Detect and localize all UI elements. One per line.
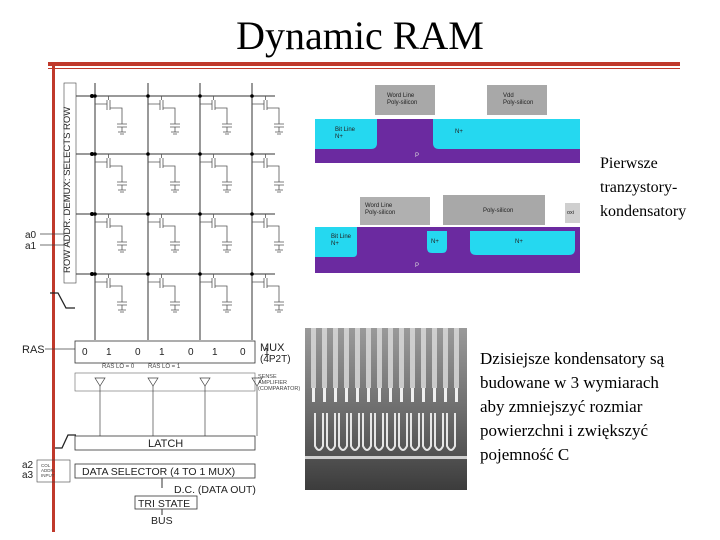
row-decoder-label: ROW ADDR. DEMUX: SELECTS ROW: [62, 107, 73, 273]
bottom-p-label: P: [415, 263, 419, 269]
bus-label: BUS: [151, 515, 173, 527]
mux-switch-label: 1: [264, 347, 270, 358]
trench-capacitor-micrograph: [305, 328, 467, 490]
dram-circuit-diagram: ROW ADDR. DEMUX: SELECTS ROW a0 a1 RAS 0…: [22, 82, 300, 527]
data-out-label: D.C. (DATA OUT): [174, 484, 256, 496]
data-selector-label: DATA SELECTOR (4 TO 1 MUX): [82, 466, 235, 478]
left-margin-rule: [52, 62, 55, 532]
vdd-poly: [487, 85, 547, 115]
slide-title: Dynamic RAM: [236, 13, 484, 58]
top-n-plus-label: N+: [455, 129, 463, 135]
mux-switch-label: 0: [82, 347, 88, 358]
mux-switch-label: 1: [106, 347, 112, 358]
poly-silicon-plate: [443, 195, 545, 225]
mux-switch-label: 0: [135, 347, 141, 358]
modern-capacitors-caption: Dzisiejsze kondensatory są budowane w 3 …: [480, 349, 665, 464]
tri-state-block: [134, 495, 198, 510]
word-line-bottom: [360, 197, 430, 225]
mux-switch-label: 0: [240, 347, 246, 358]
ras-low-label: RAS LO = 0: [102, 364, 135, 370]
data-selector-block: [74, 463, 256, 479]
latch-label: LATCH: [148, 438, 183, 450]
mux-switch-label: 1: [212, 347, 218, 358]
title-underline: [48, 62, 680, 69]
mux-label: MUX: [260, 342, 285, 354]
bottom-n-plus-1: N+: [431, 239, 439, 245]
address-a2-label: a2: [22, 460, 34, 471]
tri-state-label: TRI STATE: [138, 498, 190, 510]
first-transistors-caption: Pierwsze tranzystory- kondensatory: [600, 155, 687, 220]
address-a3-label: a3: [22, 470, 34, 481]
mux-switch-label: 0: [188, 347, 194, 358]
latch-block: [74, 435, 256, 451]
ras-high-label: RAS LO = 1: [148, 364, 181, 370]
address-a1-label: a1: [25, 241, 37, 252]
bottom-poly-label: Poly-silicon: [483, 208, 513, 214]
word-line-top: [375, 85, 435, 115]
bottom-n-plus-2: N+: [515, 239, 523, 245]
sense-amplifier-block: [74, 372, 256, 392]
ras-label: RAS: [22, 344, 45, 356]
mux-block: [74, 340, 256, 364]
bottom-oxide-label: oxi: [567, 210, 574, 216]
mux-switch-label: 1: [159, 347, 165, 358]
address-a0-label: a0: [25, 230, 37, 241]
top-p-label: P: [415, 153, 419, 159]
mux-sub-label: (4P2T): [260, 354, 291, 365]
